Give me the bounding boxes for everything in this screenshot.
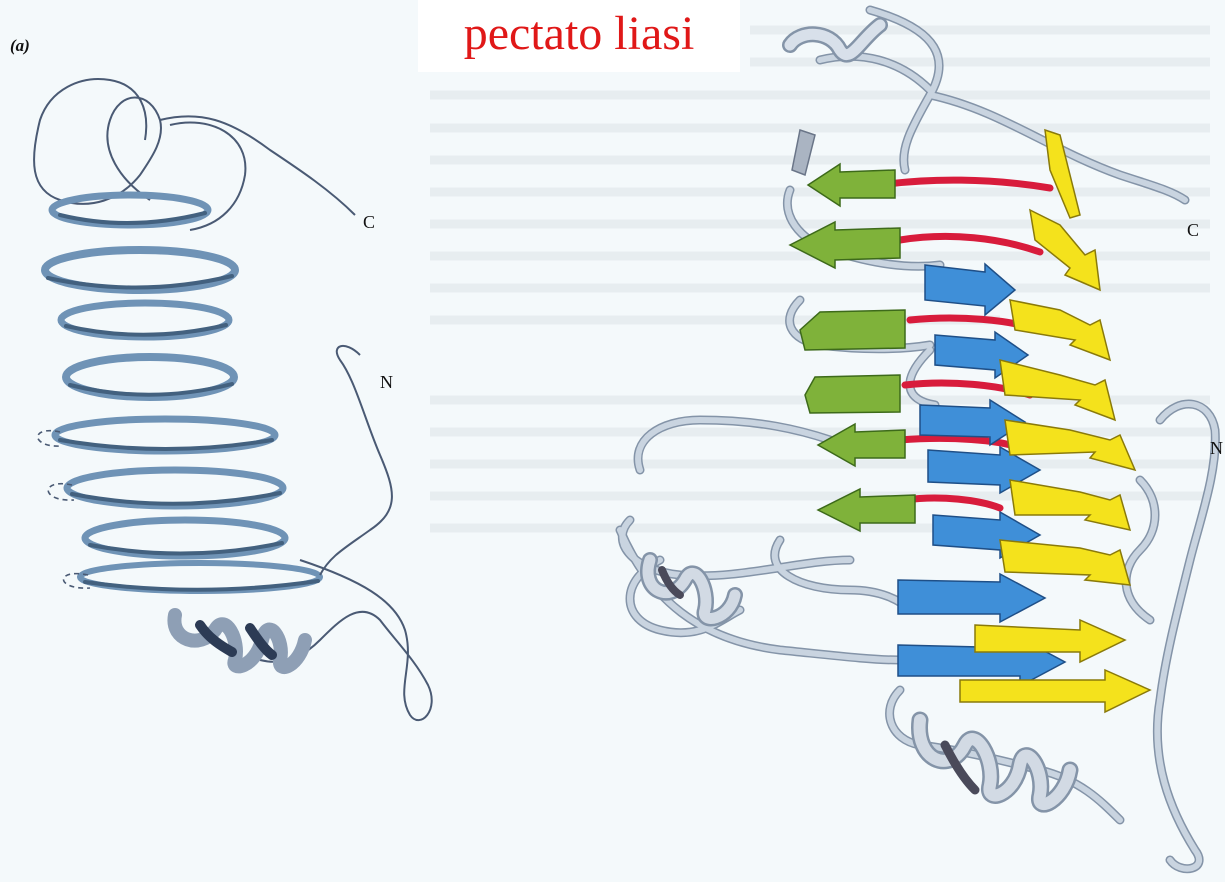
yellow-strand-6 [1010, 480, 1130, 530]
left-alpha-helix [174, 615, 305, 667]
left-n-terminus-label: N [380, 372, 393, 393]
right-top-helix [790, 25, 880, 175]
right-bottom-helix [920, 720, 1070, 804]
left-dashed-loops [38, 431, 90, 588]
left-c-terminus-label: C [363, 212, 375, 233]
right-n-terminus-label: N [1210, 438, 1223, 459]
green-strand-4 [805, 375, 900, 413]
left-coil-diagram [34, 79, 432, 720]
green-strand-3 [800, 310, 905, 350]
blue-strand-6 [898, 574, 1045, 622]
right-green-strands [790, 164, 915, 531]
left-top-loop [34, 79, 161, 204]
panel-label: (a) [10, 36, 30, 56]
yellow-strand-3 [1010, 300, 1110, 360]
blue-strand-1 [925, 264, 1015, 315]
right-side-helix [648, 560, 735, 618]
figure-title: pectato liasi [464, 10, 695, 58]
green-strand-1 [808, 164, 895, 206]
figure-title-box: pectato liasi [418, 0, 740, 72]
yellow-strand-7 [1000, 540, 1130, 585]
yellow-strand-1 [1045, 130, 1080, 218]
right-ribbon-diagram [620, 10, 1215, 869]
yellow-strand-4 [1000, 360, 1115, 420]
right-c-terminus-label: C [1187, 220, 1199, 241]
